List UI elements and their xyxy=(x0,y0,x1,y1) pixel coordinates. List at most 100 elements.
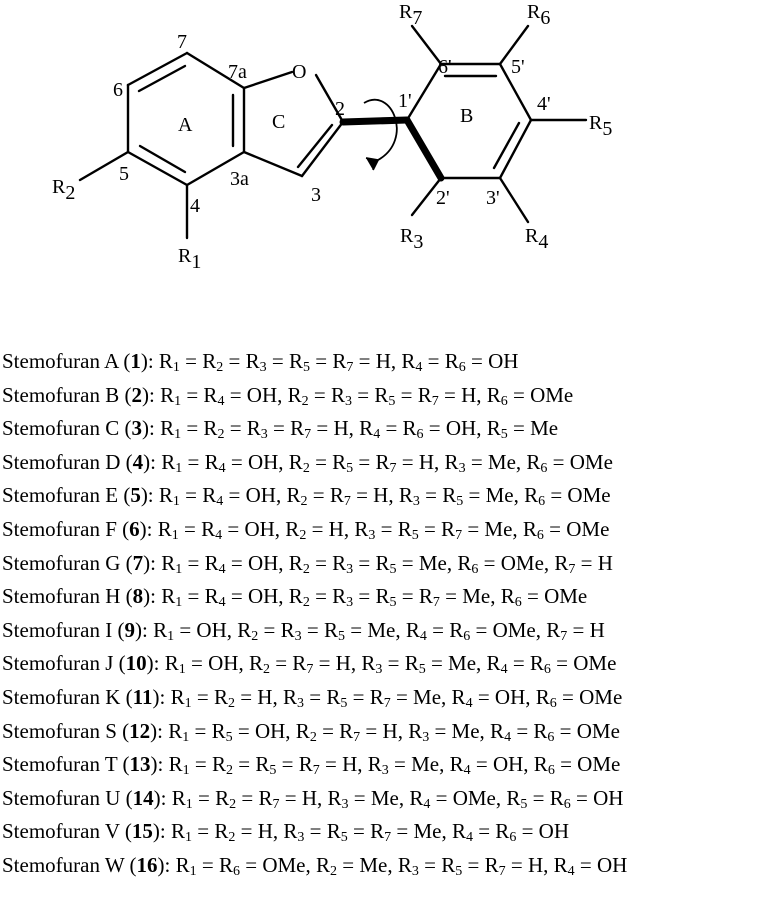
compound-name: Stemofuran C xyxy=(2,416,120,441)
substituent-r1: R1 xyxy=(160,416,182,443)
atom-label-3p: 3' xyxy=(486,187,500,209)
compound-row: Stemofuran U (14): R1 = R2 = R7 = H, R3 … xyxy=(2,785,624,812)
substituent-r2: R2 xyxy=(215,785,237,812)
compound-number: 1 xyxy=(130,349,141,373)
compound-row: Stemofuran W (16): R1 = R6 = OMe, R2 = M… xyxy=(2,852,628,879)
ring-label-b: B xyxy=(460,105,473,127)
substituent-value: H xyxy=(373,483,389,508)
substituent-value: Me xyxy=(413,684,442,709)
substituent-value: OH xyxy=(488,349,519,373)
substituent-value: OH xyxy=(494,684,526,709)
atom-label-4p: 4' xyxy=(537,93,551,115)
compound-name: Stemofuran G xyxy=(2,550,121,575)
substituent-label-r2: R2 xyxy=(52,176,75,204)
substituent-r7: R7 xyxy=(369,684,391,711)
substituent-value: H xyxy=(342,752,358,777)
substituent-value: OH xyxy=(593,785,624,810)
compound-row: Stemofuran J (10): R1 = OH, R2 = R7 = H,… xyxy=(2,651,617,678)
substituent-value: OH xyxy=(208,651,239,676)
atom-label-3a: 3a xyxy=(230,168,249,190)
substituent-r4: R4 xyxy=(553,852,575,879)
substituent-r4: R4 xyxy=(405,617,427,644)
substituent-value: OMe xyxy=(500,550,544,575)
substituent-r1: R1 xyxy=(161,449,183,476)
substituent-r2: R2 xyxy=(214,819,236,846)
compound-row: Stemofuran G (7): R1 = R4 = OH, R2 = R3 … xyxy=(2,550,613,577)
substituent-r7: R7 xyxy=(441,516,463,543)
substituent-r3: R3 xyxy=(327,785,349,812)
substituent-r5: R5 xyxy=(332,449,354,476)
substituent-r3: R3 xyxy=(398,483,420,510)
atom-label-4: 4 xyxy=(190,195,200,217)
substituent-r6: R6 xyxy=(529,651,551,678)
substituent-value: H xyxy=(461,382,477,407)
compound-number: 8 xyxy=(132,584,144,609)
substituent-r4: R4 xyxy=(204,449,226,476)
substituent-r3: R3 xyxy=(397,852,419,879)
substituent-value: H xyxy=(335,651,351,676)
substituent-value: Me xyxy=(485,483,514,508)
ring-a-bonds xyxy=(126,51,246,187)
substituent-value: OMe xyxy=(573,651,617,676)
substituent-r2: R2 xyxy=(288,449,310,476)
compound-row: Stemofuran S (12): R1 = R5 = OH, R2 = R7… xyxy=(2,718,620,745)
compound-number: 12 xyxy=(129,718,151,743)
substituent-r2: R2 xyxy=(213,684,235,711)
substituent-r6: R6 xyxy=(457,550,479,577)
substituent-r2: R2 xyxy=(248,651,270,678)
compound-number: 6 xyxy=(129,516,140,541)
substituent-r2: R2 xyxy=(295,718,317,745)
ring-c-bonds xyxy=(242,70,345,178)
atom-label-2p: 2' xyxy=(436,187,450,209)
compound-name: Stemofuran D xyxy=(2,449,121,474)
substituent-value: Me xyxy=(359,852,388,877)
substituent-r4: R4 xyxy=(359,416,381,443)
substituent-r2: R2 xyxy=(288,584,310,611)
substituent-value: Me xyxy=(413,819,442,844)
substituent-value: OMe xyxy=(577,752,621,777)
substituent-r7: R7 xyxy=(292,651,314,678)
compound-list: Stemofuran A (1): R1 = R2 = R3 = R5 = R7… xyxy=(2,345,627,883)
substituent-value: OMe xyxy=(492,617,536,642)
substituent-r6: R6 xyxy=(522,516,544,543)
compound-row: Stemofuran E (5): R1 = R4 = OH, R2 = R7 … xyxy=(2,483,611,510)
substituent-r5: R5 xyxy=(397,516,419,543)
atom-label-5: 5 xyxy=(119,163,129,185)
substituent-r7: R7 xyxy=(484,852,506,879)
substituent-r3: R3 xyxy=(245,349,267,375)
substituent-r1: R1 xyxy=(171,785,193,812)
compound-name: Stemofuran E xyxy=(2,483,119,508)
substituent-r3: R3 xyxy=(408,718,430,745)
substituent-r3: R3 xyxy=(246,416,268,443)
substituent-r2: R2 xyxy=(285,516,307,543)
oxygen-label: O xyxy=(292,61,306,83)
ring-label-a: A xyxy=(178,114,193,136)
substituent-value: OH xyxy=(244,516,275,541)
compound-number: 3 xyxy=(131,416,142,441)
compound-number: 11 xyxy=(132,684,153,709)
atom-label-6p: 6' xyxy=(438,56,452,78)
compound-name: Stemofuran B xyxy=(2,382,120,407)
substituent-r3: R3 xyxy=(282,684,304,711)
substituent-value: OMe xyxy=(566,516,610,541)
compound-number: 7 xyxy=(132,550,144,575)
substituent-r7: R7 xyxy=(546,617,568,644)
substituent-r4: R4 xyxy=(201,516,223,543)
substituent-value: OH xyxy=(246,382,278,407)
substituent-r6: R6 xyxy=(402,416,424,443)
substituent-r4: R4 xyxy=(449,752,471,779)
substituent-r7: R7 xyxy=(298,752,320,779)
substituent-value: Me xyxy=(370,785,399,810)
compound-name: Stemofuran K xyxy=(2,684,121,709)
substituent-value: Me xyxy=(451,718,480,743)
compound-number: 4 xyxy=(132,449,144,474)
compound-row: Stemofuran K (11): R1 = R2 = H, R3 = R5 … xyxy=(2,684,623,711)
substituent-r3: R3 xyxy=(354,516,376,543)
substituent-r1: R1 xyxy=(153,617,175,644)
substituent-r2: R2 xyxy=(287,382,309,409)
substituent-r3: R3 xyxy=(444,449,466,476)
compound-row: Stemofuran C (3): R1 = R2 = R3 = R7 = H,… xyxy=(2,416,559,443)
atom-label-5p: 5' xyxy=(511,56,525,78)
substituent-r4: R4 xyxy=(204,584,226,611)
substituent-value: H xyxy=(328,516,344,541)
